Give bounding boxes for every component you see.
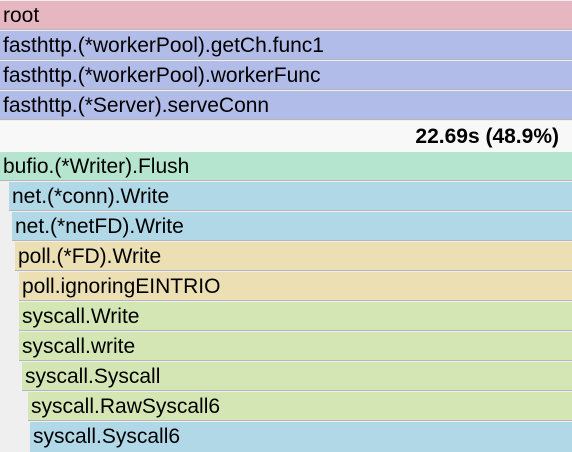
selection-summary-bar: 22.69s (48.9%) xyxy=(0,121,572,152)
flame-frame-syscall-rawsyscall6[interactable]: syscall.RawSyscall6 xyxy=(28,392,572,421)
flame-frame-bufio-flush[interactable]: bufio.(*Writer).Flush xyxy=(0,152,572,181)
flame-frame-syscall-syscall6[interactable]: syscall.Syscall6 xyxy=(30,422,572,452)
flame-frame-workerfunc[interactable]: fasthttp.(*workerPool).workerFunc xyxy=(0,61,572,90)
flame-frame-serveconn[interactable]: fasthttp.(*Server).serveConn xyxy=(0,91,572,120)
flame-frame-poll-fd-write[interactable]: poll.(*FD).Write xyxy=(15,242,572,271)
flame-frame-syscall-write[interactable]: syscall.write xyxy=(19,332,572,361)
flame-frame-syscall-syscall[interactable]: syscall.Syscall xyxy=(22,362,572,391)
flame-frame-net-netfd-write[interactable]: net.(*netFD).Write xyxy=(12,212,572,241)
selection-summary-value: 22.69s (48.9%) xyxy=(415,125,559,148)
flame-frame-getch-func1[interactable]: fasthttp.(*workerPool).getCh.func1 xyxy=(0,31,572,60)
flame-frame-poll-ignoringeintrio[interactable]: poll.ignoringEINTRIO xyxy=(19,272,572,301)
flame-frame-syscall-Write[interactable]: syscall.Write xyxy=(19,302,572,331)
flame-frame-net-conn-write[interactable]: net.(*conn).Write xyxy=(9,182,572,211)
flame-frame-root[interactable]: root xyxy=(0,1,572,30)
